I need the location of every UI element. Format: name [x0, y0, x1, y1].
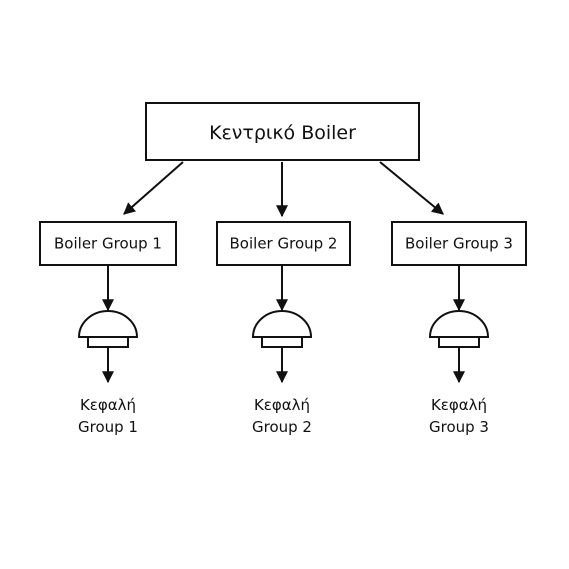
- head-group-3-label-line1: Κεφαλή: [431, 396, 487, 414]
- showerhead-icon: [428, 310, 490, 348]
- head-group-3-label-line2: Group 3: [429, 418, 489, 436]
- showerhead-icon: [251, 310, 313, 348]
- head-group-2-label-line1: Κεφαλή: [254, 396, 310, 414]
- head-group-1-label-line1: Κεφαλή: [80, 396, 136, 414]
- boiler-group-2-node: Boiler Group 2: [216, 221, 351, 266]
- head-group-2-label-line2: Group 2: [252, 418, 312, 436]
- main-boiler-label: Κεντρικό Boiler: [209, 122, 356, 144]
- head-group-1-label-line2: Group 1: [78, 418, 138, 436]
- main-boiler-box: [145, 102, 420, 161]
- showerhead-icon: [77, 310, 139, 348]
- boiler-group-1-label: Boiler Group 1: [54, 235, 162, 253]
- boiler-group-2-label: Boiler Group 2: [230, 235, 338, 253]
- boiler-group-3-label: Boiler Group 3: [405, 235, 513, 253]
- main-boiler-node: Κεντρικό Boiler: [145, 102, 420, 161]
- edge-main-to-group-3: [379, 161, 444, 215]
- boiler-group-2-box: [216, 221, 351, 266]
- boiler-group-3-node: Boiler Group 3: [391, 221, 527, 266]
- edge-main-to-group-1: [123, 161, 184, 215]
- boiler-group-1-node: Boiler Group 1: [39, 221, 177, 266]
- boiler-group-3-box: [391, 221, 527, 266]
- boiler-group-1-box: [39, 221, 177, 266]
